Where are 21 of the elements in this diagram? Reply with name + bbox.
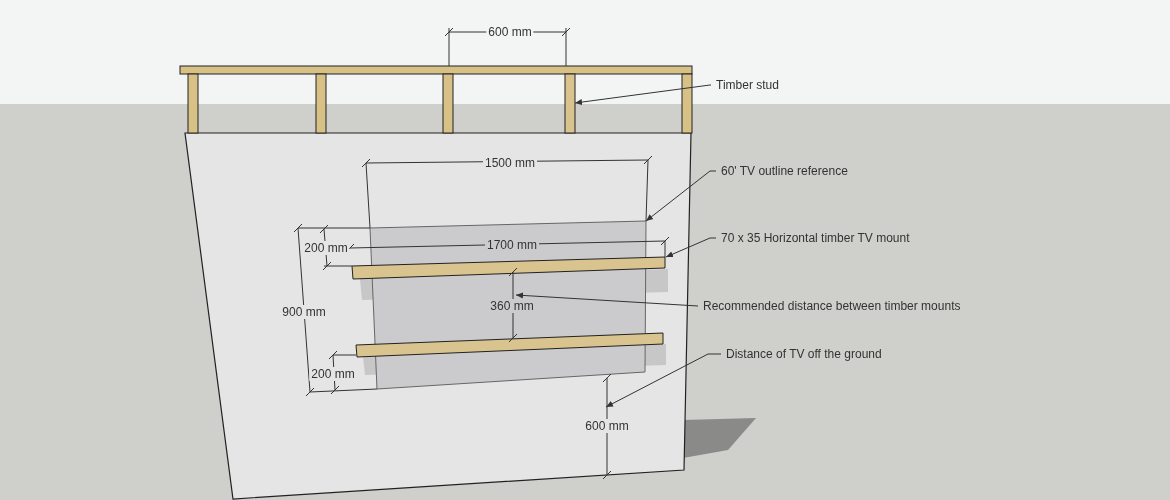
dimension-label: 600 mm <box>486 25 534 39</box>
timber-mount <box>351 256 666 280</box>
leader-line <box>605 353 722 408</box>
timber-stud <box>564 73 576 134</box>
leader-line <box>515 292 699 307</box>
dimension-label: 1700 mm <box>485 238 539 252</box>
leader-line <box>574 84 712 106</box>
callout-text: Timber stud <box>716 78 779 92</box>
dimension-label: 1500 mm <box>483 156 537 170</box>
leader-line <box>665 237 717 258</box>
dimension-label: 600 mm <box>583 419 631 433</box>
callout-text: 60' TV outline reference <box>721 164 848 178</box>
dimension-label: 360 mm <box>488 299 536 313</box>
callout-text: Recommended distance between timber mounts <box>703 299 961 313</box>
dimension-label: 200 mm <box>302 241 350 255</box>
leader-line <box>645 170 717 222</box>
callout-text: Distance of TV off the ground <box>726 347 882 361</box>
timber-mount <box>355 332 664 358</box>
dimension-label: 200 mm <box>309 367 357 381</box>
dimension-label: 900 mm <box>280 305 328 319</box>
callout-text: 70 x 35 Horizontal timber TV mount <box>721 231 910 245</box>
